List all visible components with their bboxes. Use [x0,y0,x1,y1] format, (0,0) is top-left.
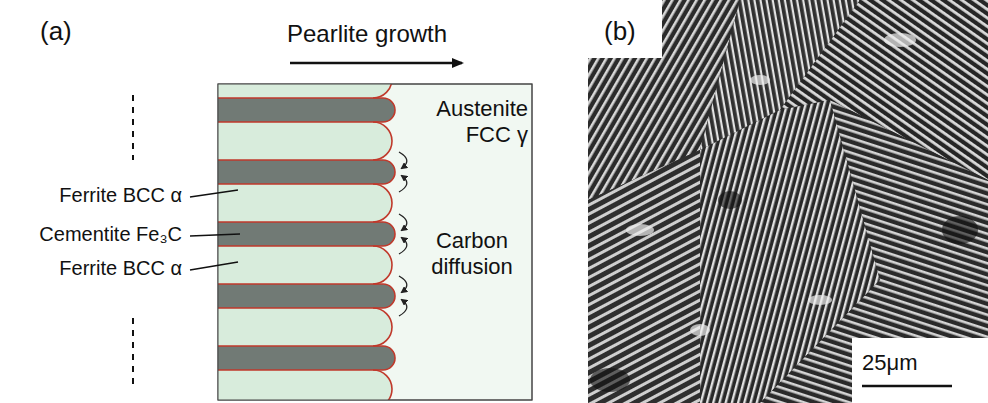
rect-shape [218,84,532,400]
line-shape [218,121,383,123]
rect-shape [852,338,988,403]
phase-label: Cementite Fe₃C [39,222,182,246]
ellipse-shape [884,33,916,47]
path-shape [399,276,407,292]
path-shape [383,222,395,246]
rect-shape [588,0,662,58]
line-shape [218,221,383,223]
path-shape [218,160,395,184]
panel-letter: (b) [604,16,636,47]
g-shape [218,84,395,400]
scale-label: 25μm [862,350,917,376]
path-shape [373,246,392,284]
path-shape [218,122,392,160]
path-shape [373,84,392,98]
polygon-shape [760,100,988,403]
path-shape [383,284,395,308]
ellipse-shape [690,324,710,336]
path-shape [383,346,395,370]
path-shape [383,98,395,122]
path-shape [399,152,407,168]
path-shape [373,184,392,222]
g-shape [218,84,395,400]
line-shape [132,318,134,385]
phase-label: Ferrite BCC α [59,256,182,280]
path-shape [373,308,392,346]
path-shape [399,238,407,254]
diffusion-label: Carbon diffusion [418,228,526,281]
g-shape [588,0,988,403]
ellipse-shape [808,295,832,305]
panel-letter: (a) [40,16,72,47]
path-shape [218,184,392,222]
line-shape [218,283,383,285]
phase-label: Ferrite BCC α [59,183,182,207]
rect-shape [218,84,532,400]
path-shape [218,308,392,346]
path-shape [218,84,392,98]
line-shape [218,307,383,309]
growth-label: Pearlite growth [287,20,447,49]
path-shape [218,346,395,370]
line-shape [190,262,238,270]
g-shape [626,33,916,336]
path-shape [373,370,392,400]
g-shape [218,98,395,370]
rect-shape [588,0,988,403]
line-shape [132,95,134,160]
path-shape [218,222,395,246]
phase-label: Austenite FCC γ [420,96,528,149]
ellipse-shape [942,216,978,244]
line-shape [218,369,383,371]
path-shape [218,284,395,308]
path-shape [399,176,407,192]
path-shape [218,370,392,400]
ellipse-shape [626,224,654,236]
path-shape [399,300,407,316]
line-shape [190,234,240,236]
ellipse-shape [718,191,742,209]
line-shape [218,245,383,247]
line-shape [218,183,383,185]
ellipse-shape [590,368,630,392]
line-shape [218,97,383,99]
g-shape [399,152,407,316]
ellipse-shape [750,75,770,85]
g-shape [190,190,240,270]
path-shape [383,160,395,184]
line-shape [862,385,952,388]
path-shape [218,98,395,122]
line-shape [218,159,383,161]
path-shape [218,246,392,284]
path-shape [373,122,392,160]
line-shape [290,62,462,65]
line-shape [190,190,238,197]
polygon-shape [588,150,700,403]
path-shape [399,214,407,230]
line-shape [218,345,383,347]
